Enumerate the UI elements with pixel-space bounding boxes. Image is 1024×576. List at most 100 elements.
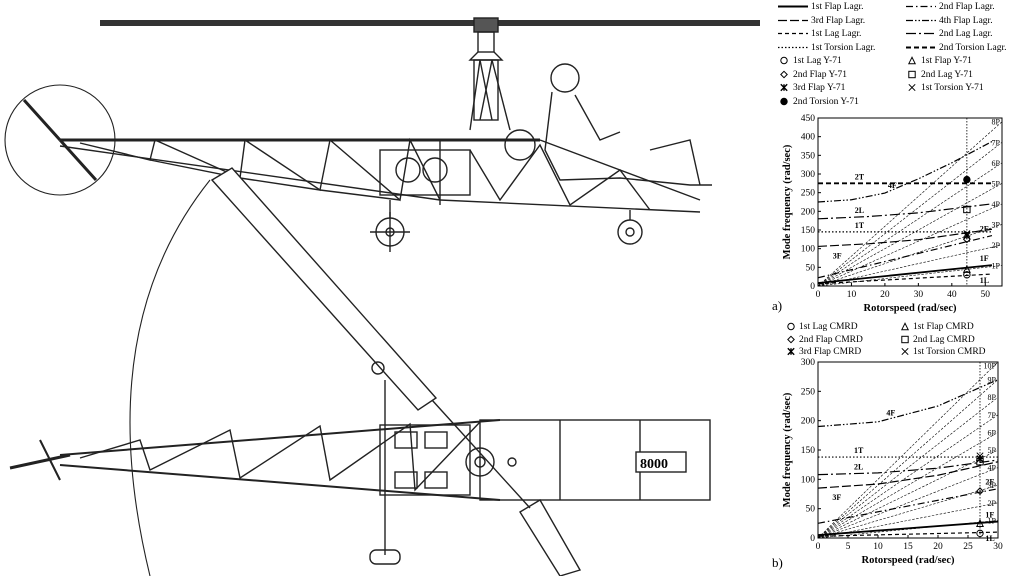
per-rev-label: 4P — [988, 464, 997, 473]
y-tick-label: 250 — [801, 189, 816, 199]
test-point-x — [963, 230, 971, 238]
legend-a-item: 1st Flap Y-71 — [906, 56, 972, 67]
y-tick-label: 200 — [801, 417, 816, 427]
legend-b-marker — [787, 335, 795, 344]
x-tick-label: 30 — [993, 542, 1003, 552]
per-rev-label: 3P — [988, 481, 997, 490]
mode-line-2L — [818, 459, 998, 476]
mode-line-2F — [818, 488, 998, 524]
legend-b-swatch — [787, 323, 795, 331]
mode-label: 3F — [832, 493, 841, 502]
y-axis-label: Mode frequency (rad/sec) — [782, 392, 793, 507]
mode-label: 3F — [833, 251, 842, 260]
x-tick-label: 20 — [880, 290, 890, 300]
mode-line-2L — [818, 203, 993, 220]
legend-a-label: 3rd Flap Lagr. — [811, 15, 866, 26]
per-rev-label: 2P — [988, 499, 997, 508]
per-rev-label: 1P — [992, 261, 1001, 270]
legend-a-swatch — [780, 97, 788, 106]
x-axis-label: Rotorspeed (rad/sec) — [861, 555, 955, 566]
per-rev-line — [818, 502, 998, 538]
legend-a-item: 3rd Flap Y-71 — [778, 83, 845, 94]
x-tick-label: 0 — [816, 542, 821, 552]
mode-label: 4F — [888, 181, 897, 190]
x-axis-label: Rotorspeed (rad/sec) — [863, 303, 957, 314]
legend-a-marker — [780, 57, 788, 65]
per-rev-label: 3P — [992, 220, 1001, 229]
mode-label: 1L — [980, 276, 989, 285]
legend-a-swatch — [906, 46, 936, 49]
per-rev-label: 2P — [992, 241, 1001, 250]
mode-label: 2T — [855, 172, 865, 181]
per-rev-label: 10P — [984, 362, 997, 371]
legend-a-swatch — [780, 70, 788, 79]
legend-a-item: 2nd Flap Lagr. — [906, 2, 995, 13]
per-rev-label: 1P — [988, 516, 997, 525]
legend-b-label: 2nd Flap CMRD — [799, 334, 863, 345]
y-tick-label: 250 — [801, 387, 816, 397]
y-tick-label: 50 — [806, 505, 816, 515]
legend-a-swatch — [908, 70, 916, 79]
per-rev-label: 9P — [988, 376, 997, 385]
legend-a-item: 2nd Lag Y-71 — [906, 70, 973, 81]
legend-a-marker — [908, 70, 916, 79]
legend-b-label: 1st Torsion CMRD — [913, 347, 986, 357]
legend-b-swatch — [901, 335, 909, 344]
pilot-figure — [544, 63, 712, 186]
x-tick-label: 5 — [846, 542, 851, 552]
side-fuselage-truss — [59, 129, 701, 213]
per-rev-label: 4P — [992, 200, 1001, 209]
legend-b-swatch — [900, 322, 910, 331]
legend-a-swatch — [906, 33, 936, 35]
legend-b-marker — [901, 348, 909, 356]
test-point-diamond — [976, 487, 984, 495]
mode-line-1L — [818, 273, 992, 285]
legend-b-item: 3rd Flap CMRD — [786, 347, 861, 358]
legend-a-swatch — [908, 84, 916, 92]
legend-a-marker — [780, 97, 788, 106]
per-rev-line — [818, 224, 1002, 286]
helicopter-drawing: 8000 — [4, 17, 760, 576]
x-tick-label: 0 — [816, 290, 821, 300]
plan-rotor-blade — [210, 167, 582, 576]
legend-a-swatch — [778, 33, 808, 35]
legend-a-label: 1st Lag Y-71 — [793, 56, 842, 66]
mode-label: 1F — [985, 511, 994, 520]
x-tick-label: 40 — [947, 290, 957, 300]
y-tick-label: 200 — [801, 207, 816, 217]
y-tick-label: 100 — [801, 245, 816, 255]
legend-a-label: 1st Torsion Y-71 — [921, 83, 984, 93]
per-rev-label: 8P — [992, 118, 1001, 127]
x-tick-label: 15 — [903, 542, 913, 552]
main-rotor-blade — [100, 20, 760, 26]
mode-label: 1T — [855, 221, 865, 230]
mode-label: 1L — [985, 534, 994, 543]
per-rev-label: 5P — [988, 446, 997, 455]
legend-b-swatch — [787, 348, 795, 356]
legend-b-marker — [787, 323, 795, 331]
legend-a-label: 2nd Lag Y-71 — [921, 69, 973, 80]
x-tick-label: 20 — [933, 542, 943, 552]
y-tick-label: 300 — [801, 170, 816, 180]
legend-a-item: 2nd Flap Y-71 — [778, 70, 847, 81]
panel-label-a: a) — [772, 298, 783, 313]
legend-b-item: 2nd Flap CMRD — [786, 335, 863, 346]
test-point-square — [963, 205, 971, 214]
y-tick-label: 150 — [801, 226, 816, 236]
mode-label: 2F — [985, 478, 994, 487]
mode-label: 2L — [855, 206, 864, 215]
per-rev-line — [818, 362, 998, 538]
legend-a-label: 2nd Lag Lagr. — [939, 29, 993, 39]
x-tick-label: 50 — [981, 290, 991, 300]
legend-b-label: 1st Lag CMRD — [799, 322, 858, 332]
legend-b-item: 2nd Lag CMRD — [900, 335, 975, 346]
y-tick-label: 0 — [810, 534, 815, 544]
legend-a-swatch — [778, 5, 808, 8]
legend-a-marker — [780, 84, 788, 92]
legend-b-label: 3rd Flap CMRD — [799, 347, 862, 357]
legend-a: 1st Flap Lagr.2nd Flap Lagr.3rd Flap Lag… — [778, 2, 1022, 110]
per-rev-line — [818, 244, 1002, 286]
y-tick-label: 50 — [806, 263, 816, 273]
legend-a-label: 2nd Torsion Lagr. — [939, 42, 1007, 53]
